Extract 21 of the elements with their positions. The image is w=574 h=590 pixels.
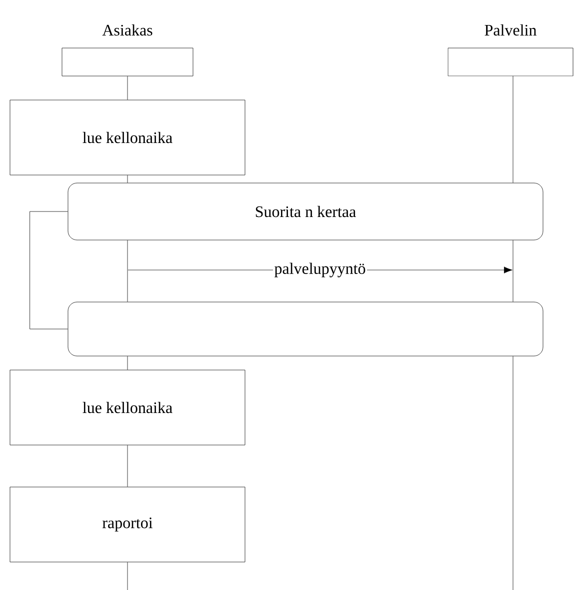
lifeline xyxy=(127,562,128,590)
node-label: Asiakas xyxy=(102,24,152,36)
message-label: palvelupyyntö xyxy=(273,262,367,278)
activity-box: lue kellonaika xyxy=(10,100,246,176)
lifeline xyxy=(512,356,514,590)
lifeline xyxy=(512,240,514,302)
loop-bracket xyxy=(30,211,68,330)
loop-box xyxy=(68,302,544,356)
message-arrow xyxy=(366,266,512,274)
lifeline xyxy=(127,175,128,183)
lifeline xyxy=(127,445,128,487)
activity-box: lue kellonaika xyxy=(10,370,246,446)
lifeline-head-box: Asiakas xyxy=(62,24,194,76)
loop-box: Suorita n kertaa xyxy=(68,182,544,240)
lifeline xyxy=(127,356,128,370)
lifeline xyxy=(512,76,514,183)
lifeline xyxy=(127,240,128,302)
lifeline xyxy=(127,76,128,100)
node-label: Palvelin xyxy=(484,24,536,36)
activity-box: raportoi xyxy=(10,486,246,562)
lifeline-head-box: Palvelin xyxy=(448,24,574,76)
